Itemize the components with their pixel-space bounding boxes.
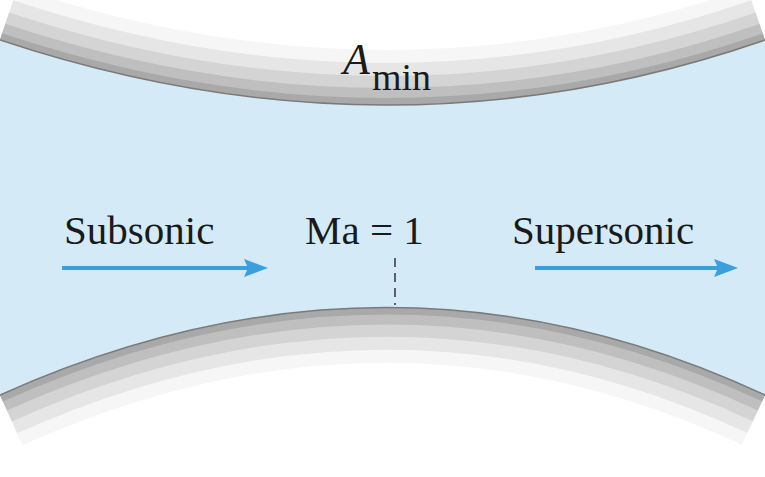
throat-line — [394, 258, 396, 305]
area-symbol: A — [343, 38, 370, 82]
flow-arrow — [62, 259, 268, 277]
flow-arrow — [535, 259, 738, 277]
flow-label: Subsonic — [64, 210, 214, 251]
wall-edge — [0, 40, 765, 105]
wall-edge — [0, 308, 765, 396]
flow-region — [0, 40, 765, 395]
mach-label: Ma = 1 — [305, 210, 424, 251]
area-subscript: min — [372, 58, 431, 96]
flow-label: Supersonic — [512, 210, 694, 251]
